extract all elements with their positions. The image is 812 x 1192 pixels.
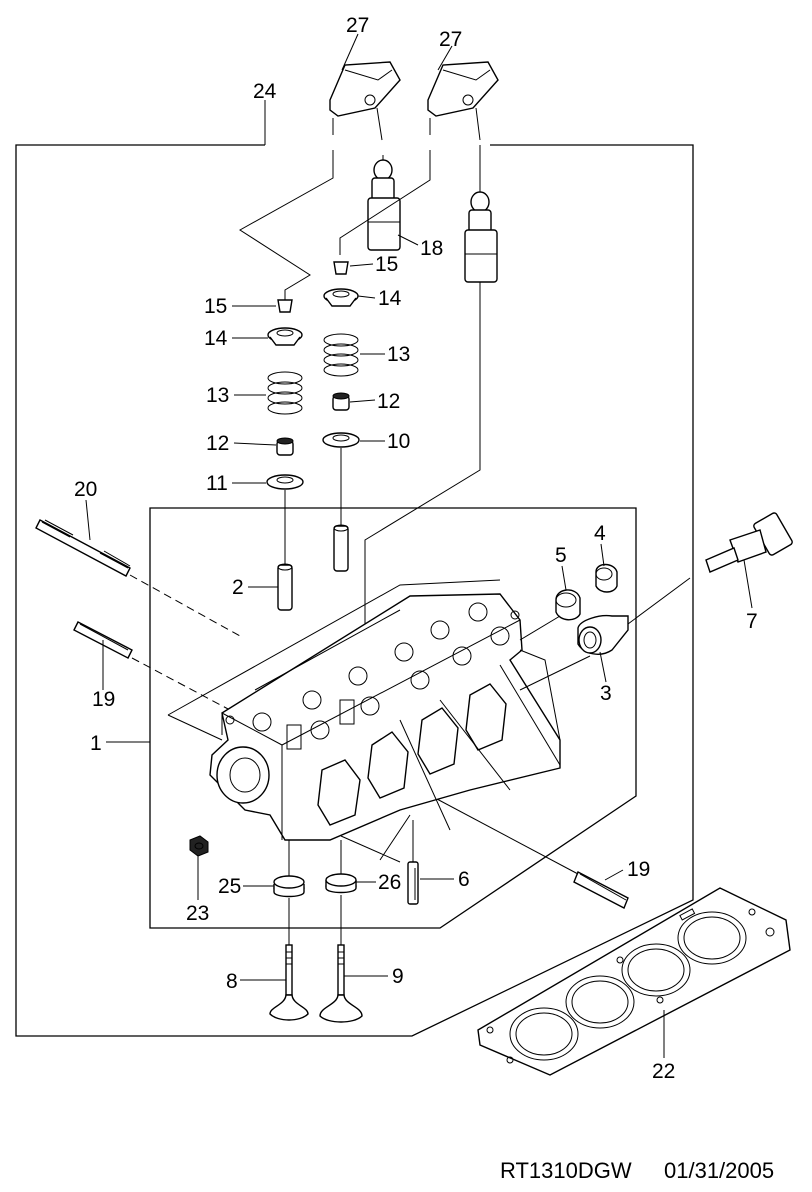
label-22: 22 — [652, 1060, 675, 1083]
exhaust-valve — [269, 944, 309, 1021]
valve-guide-left — [277, 563, 293, 611]
valve-guide-right — [333, 524, 349, 572]
label-14-left: 14 — [204, 327, 228, 350]
label-8: 8 — [226, 970, 238, 993]
guide-line-left-valve — [239, 150, 334, 300]
label-4: 4 — [594, 522, 606, 545]
temperature-sensor — [705, 512, 793, 573]
cylinder-head — [209, 593, 561, 841]
valve-spring-right — [323, 333, 359, 377]
label-13-left: 13 — [206, 384, 229, 407]
label-7: 7 — [746, 610, 758, 633]
label-12-left: 12 — [206, 432, 229, 455]
label-5: 5 — [555, 544, 567, 567]
intake-valve — [319, 944, 363, 1023]
label-15-right: 15 — [375, 253, 398, 276]
plug-leader-lines — [519, 577, 691, 691]
hydraulic-lifter-left — [367, 155, 401, 251]
drawing-date: 01/31/2005 — [664, 1158, 774, 1183]
label-6: 6 — [458, 868, 470, 891]
stud-19-lower — [419, 789, 629, 909]
plug-5 — [555, 589, 581, 621]
stud-20 — [35, 519, 241, 637]
valve-seat-26 — [325, 873, 357, 894]
valve-keeper-left — [277, 299, 293, 313]
valve-seal-left — [276, 437, 294, 456]
valve-seat-25 — [273, 875, 305, 898]
label-14-right: 14 — [378, 287, 402, 310]
dowel-pin — [407, 820, 419, 905]
leader-lines — [85, 33, 753, 1058]
label-13-right: 13 — [387, 343, 410, 366]
guide-line-right-valve — [339, 150, 431, 255]
spring-seat-right — [322, 432, 360, 448]
label-27-left: 27 — [346, 14, 369, 37]
label-15-left: 15 — [204, 295, 227, 318]
nut — [189, 835, 209, 857]
label-27-right: 27 — [439, 28, 462, 51]
seat-leader-lines — [288, 814, 411, 945]
label-20: 20 — [74, 478, 97, 501]
label-3: 3 — [600, 682, 612, 705]
spring-retainer-left — [267, 327, 303, 346]
plug-4 — [595, 563, 618, 593]
valve-seal-right — [332, 392, 350, 411]
valve-spring-left — [267, 371, 303, 415]
outer-frame — [15, 144, 694, 1037]
valve-keeper-right — [333, 261, 349, 275]
drawing-code: RT1310DGW — [500, 1158, 632, 1183]
label-10: 10 — [387, 430, 410, 453]
label-2: 2 — [232, 576, 244, 599]
label-18: 18 — [420, 237, 443, 260]
head-outline-lines — [167, 579, 501, 741]
label-23: 23 — [186, 902, 209, 925]
plug-3 — [577, 614, 629, 655]
inner-frame — [149, 507, 637, 929]
label-9: 9 — [392, 965, 404, 988]
label-25: 25 — [218, 875, 241, 898]
rocker-arm-left — [329, 61, 401, 141]
label-19-right: 19 — [627, 858, 650, 881]
hydraulic-lifter-right — [464, 145, 498, 283]
label-19-left: 19 — [92, 688, 115, 711]
label-12-right: 12 — [377, 390, 400, 413]
head-gasket — [477, 887, 791, 1076]
label-11: 11 — [206, 472, 228, 495]
rocker-arm-right — [427, 61, 499, 141]
spring-retainer-right — [323, 288, 359, 307]
label-1: 1 — [90, 732, 102, 755]
label-24: 24 — [253, 80, 277, 103]
label-26: 26 — [378, 871, 401, 894]
spring-seat-left — [266, 474, 304, 490]
